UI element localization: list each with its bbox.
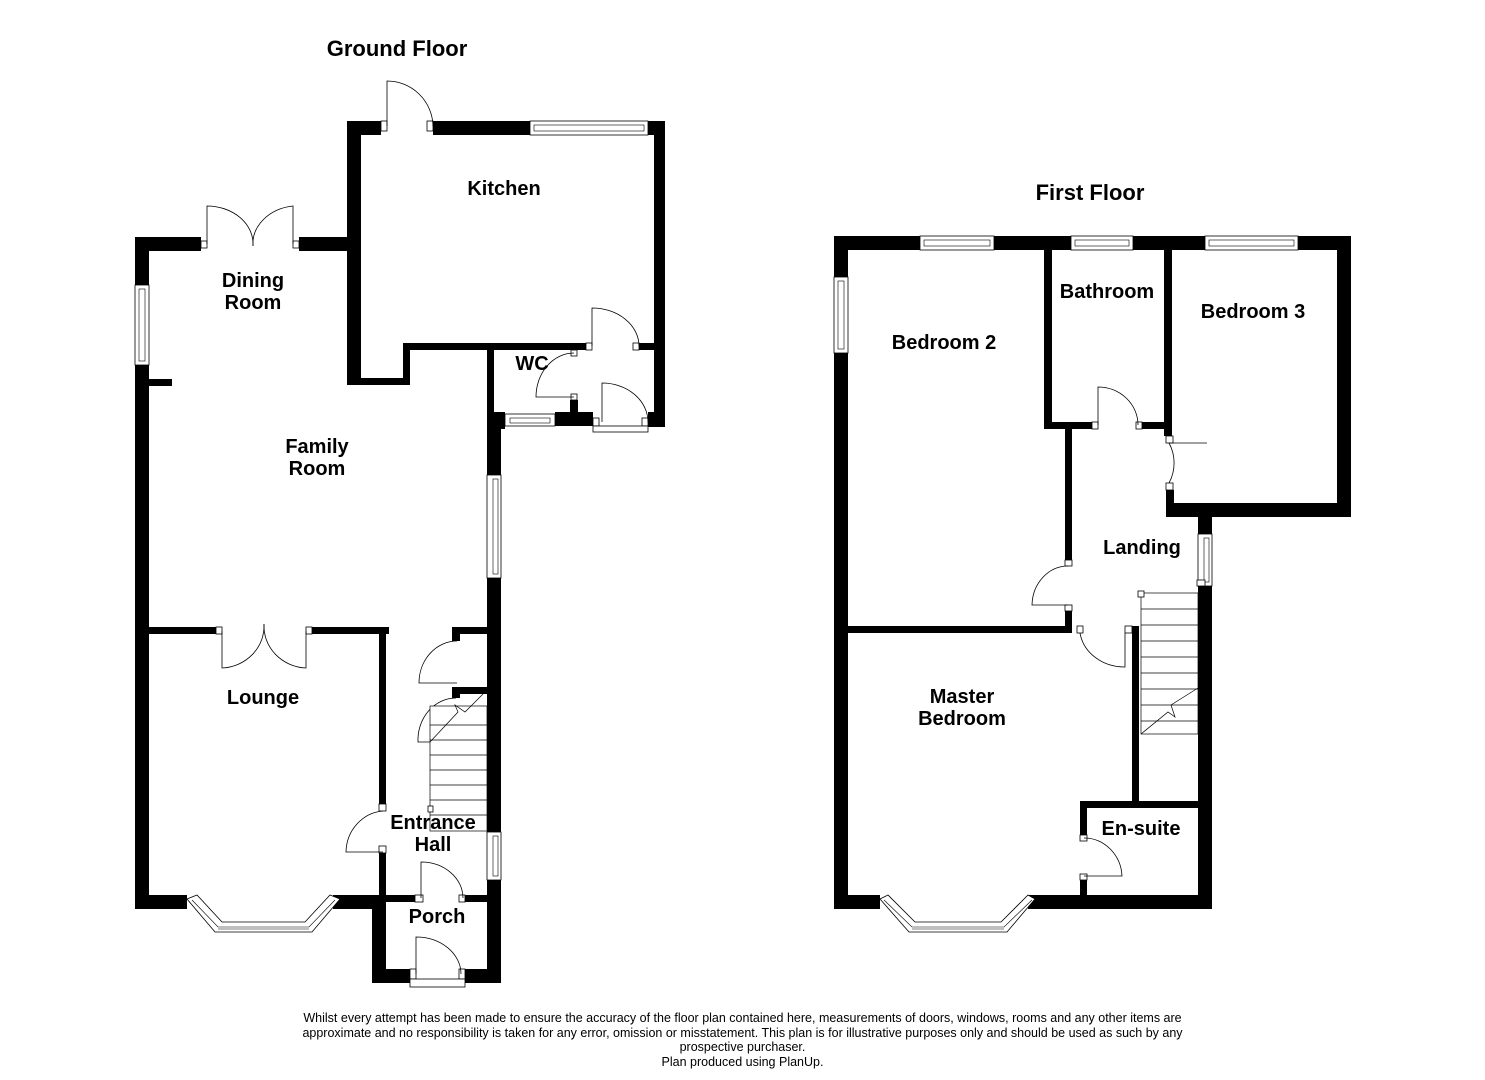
disclaimer-line-3: prospective purchaser. xyxy=(679,1040,806,1054)
room-label-bedroom-2: Bedroom 2 xyxy=(892,332,996,354)
room-label-en-suite: En-suite xyxy=(1102,818,1181,840)
entrance-label-line2: Hall xyxy=(414,834,452,856)
entrance-label-line1: Entrance xyxy=(390,812,476,834)
ground-floor-title: Ground Floor xyxy=(326,36,468,61)
room-label-master-bedroom: Master Bedroom xyxy=(918,686,1006,730)
master-label-line2: Bedroom xyxy=(918,708,1006,730)
room-label-bathroom: Bathroom xyxy=(1060,281,1154,303)
room-label-porch: Porch xyxy=(409,906,466,928)
room-label-wc: WC xyxy=(515,353,548,375)
disclaimer-line-4: Plan produced using PlanUp. xyxy=(661,1054,824,1069)
porch-label: Porch xyxy=(408,906,466,928)
dining-label-line2: Room xyxy=(224,292,282,314)
room-label-landing: Landing xyxy=(1103,537,1181,559)
room-label-dining-room: Dining Room xyxy=(222,270,284,314)
master-label-line1: Master xyxy=(929,686,995,708)
disclaimer-text: Whilst every attempt has been made to en… xyxy=(270,1011,1215,1069)
landing-label: Landing xyxy=(1103,537,1181,559)
disclaimer-line-1: Whilst every attempt has been made to en… xyxy=(303,1011,1182,1025)
family-label-line2: Room xyxy=(288,458,346,480)
first-floor-title: First Floor xyxy=(1035,180,1145,205)
disclaimer-line-2: approximate and no responsibility is tak… xyxy=(302,1025,1183,1040)
room-label-family-room: Family Room xyxy=(285,436,348,480)
ensuite-label: En-suite xyxy=(1101,818,1181,840)
family-label-line1: Family xyxy=(285,436,349,458)
bedroom3-label: Bedroom 3 xyxy=(1200,301,1306,323)
lounge-label: Lounge xyxy=(226,687,300,709)
room-label-lounge: Lounge xyxy=(227,687,299,709)
room-label-kitchen: Kitchen xyxy=(467,178,540,200)
bedroom2-label: Bedroom 2 xyxy=(891,332,997,354)
room-label-entrance-hall: Entrance Hall xyxy=(390,812,476,856)
ground-floor-plan xyxy=(134,80,665,988)
room-label-bedroom-3: Bedroom 3 xyxy=(1201,301,1305,323)
kitchen-label: Kitchen xyxy=(467,178,541,200)
bathroom-label: Bathroom xyxy=(1059,281,1155,303)
first-floor-plan xyxy=(833,235,1351,933)
wc-label: WC xyxy=(515,353,549,375)
dining-label-line1: Dining xyxy=(221,270,285,292)
